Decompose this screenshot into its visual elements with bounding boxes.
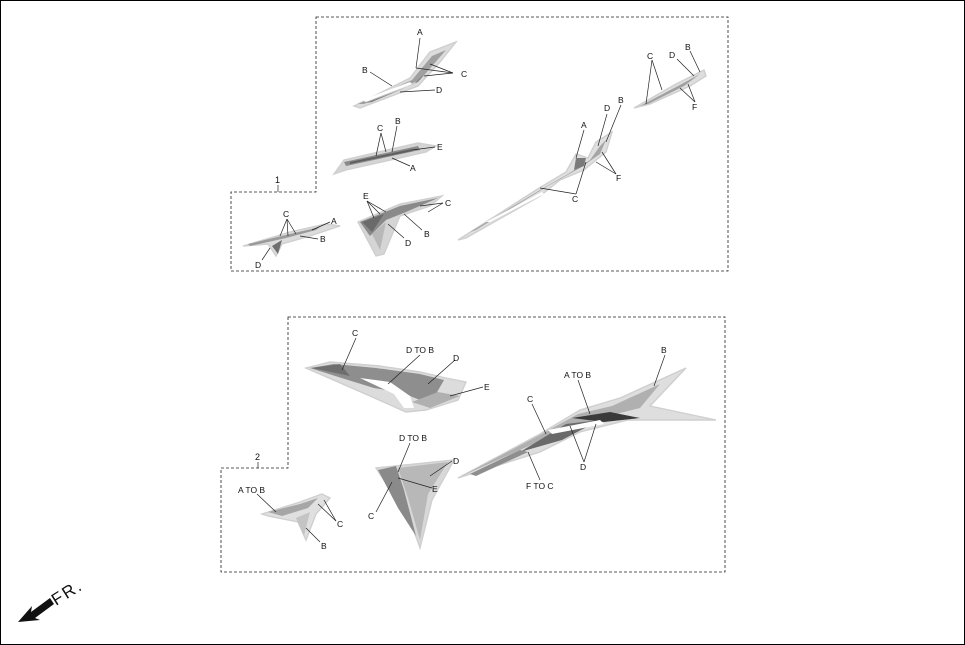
decal-2a-leaders — [341, 337, 484, 397]
front-direction-label: FR. — [48, 576, 86, 610]
decal-1f-leaders — [645, 50, 701, 105]
label-1f-F: F — [692, 102, 697, 112]
group1-ref-number: 1 — [275, 175, 280, 185]
decal-2c-leaders — [375, 442, 453, 513]
label-1b-E: E — [437, 142, 443, 152]
decal-1a-leaders — [369, 37, 454, 93]
decal-1b — [332, 142, 438, 176]
label-1d-E: E — [363, 191, 369, 201]
group2-ref-number: 2 — [255, 452, 260, 462]
label-1a-B: B — [362, 65, 368, 75]
label-1c-A: A — [331, 216, 337, 226]
decal-2d-leaders — [527, 354, 666, 481]
label-2d-C: C — [527, 394, 533, 404]
label-1a-C: C — [461, 69, 467, 79]
label-2b-C: C — [337, 519, 343, 529]
front-direction-arrow-icon — [18, 598, 54, 622]
label-1d-D: D — [405, 238, 411, 248]
decal-1c-leaders — [261, 218, 331, 261]
decal-1d-leaders — [366, 200, 444, 239]
label-2c-E: E — [432, 484, 438, 494]
label-2a-E: E — [484, 382, 490, 392]
label-1c-C: C — [283, 209, 289, 219]
label-2a-D-TO-B: D TO B — [406, 345, 434, 355]
label-1b-A: A — [410, 163, 416, 173]
decal-1e — [457, 130, 614, 241]
label-1f-B: B — [685, 42, 691, 52]
label-2a-C: C — [352, 328, 358, 338]
label-2d-D: D — [580, 462, 586, 472]
decal-1f — [633, 69, 707, 109]
label-2d-A-TO-B: A TO B — [564, 370, 591, 380]
group2-boundary — [220, 316, 726, 573]
label-1e-D: D — [604, 103, 610, 113]
label-1a-A: A — [417, 27, 423, 37]
decal-2b — [259, 493, 332, 542]
decal-1e-leaders — [539, 104, 622, 195]
decal-1c — [242, 223, 341, 258]
label-2a-D: D — [453, 353, 459, 363]
label-1b-C: C — [377, 123, 383, 133]
decal-2b-leaders — [256, 493, 337, 543]
label-2b-B: B — [321, 541, 327, 551]
decal-1a — [352, 40, 459, 109]
label-2c-D-TO-B: D TO B — [399, 433, 427, 443]
label-2c-D: D — [453, 456, 459, 466]
label-2d-F-TO-C: F TO C — [526, 481, 554, 491]
decal-2d — [457, 367, 717, 479]
decal-1b-leaders — [375, 125, 436, 167]
label-1f-C: C — [647, 51, 653, 61]
group1-boundary — [230, 16, 729, 272]
decal-2c — [374, 459, 456, 551]
label-1e-F: F — [616, 173, 621, 183]
label-1d-B: B — [424, 229, 430, 239]
decal-1d — [357, 194, 445, 257]
label-1e-A: A — [581, 120, 587, 130]
label-2c-C: C — [368, 511, 374, 521]
decal-2a — [303, 361, 467, 413]
label-1c-D: D — [255, 260, 261, 270]
label-1d-C: C — [445, 198, 451, 208]
label-1c-B: B — [320, 234, 326, 244]
label-1f-D: D — [669, 50, 675, 60]
label-1e-C: C — [572, 194, 578, 204]
label-2d-B: B — [661, 345, 667, 355]
label-1a-D: D — [436, 85, 442, 95]
label-1b-B: B — [395, 116, 401, 126]
label-2b-A-TO-B: A TO B — [238, 485, 265, 495]
label-1e-B: B — [618, 95, 624, 105]
